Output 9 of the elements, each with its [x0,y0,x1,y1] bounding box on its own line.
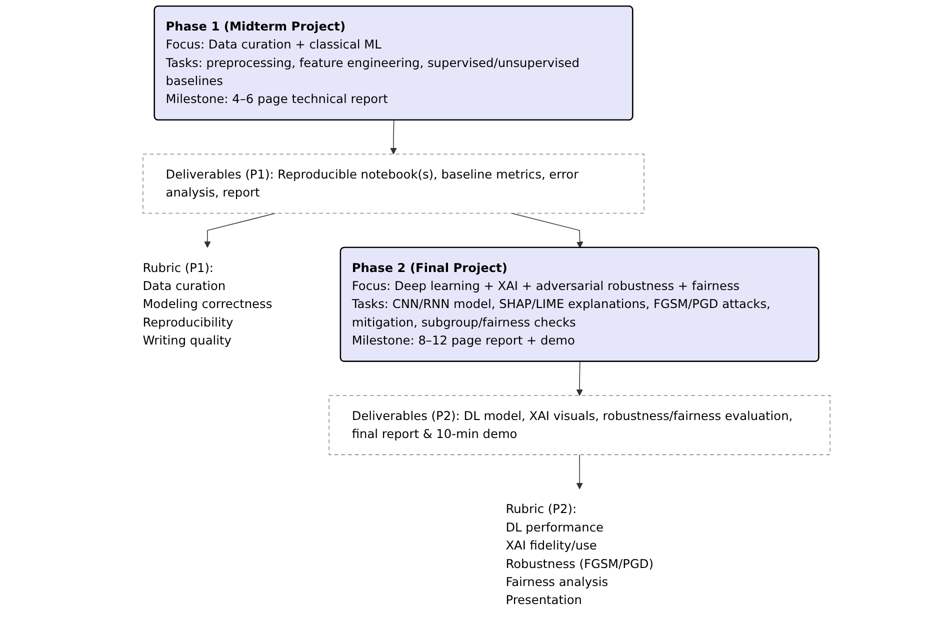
arrow [390,120,397,154]
arrow [511,212,584,248]
arrow [204,212,276,248]
arrow [576,361,583,396]
node-text: Rubric (P1): Data curation Modeling correctness Reproducibility Writing quality [142,260,272,348]
arrow [576,454,583,490]
node-text: Rubric (P2): DL performance XAI fidelity/use Robustness (FGSM/PGD) Fairness analysis Presentation [506,502,654,608]
node-box: Deliverables (P1): Reproducible notebook(s), baseline metrics, error analysis, report [142,154,644,214]
node-box: Deliverables (P2): DL model, XAI visuals, robustness/fairness evaluation, final report & 10-min demo [328,395,830,456]
